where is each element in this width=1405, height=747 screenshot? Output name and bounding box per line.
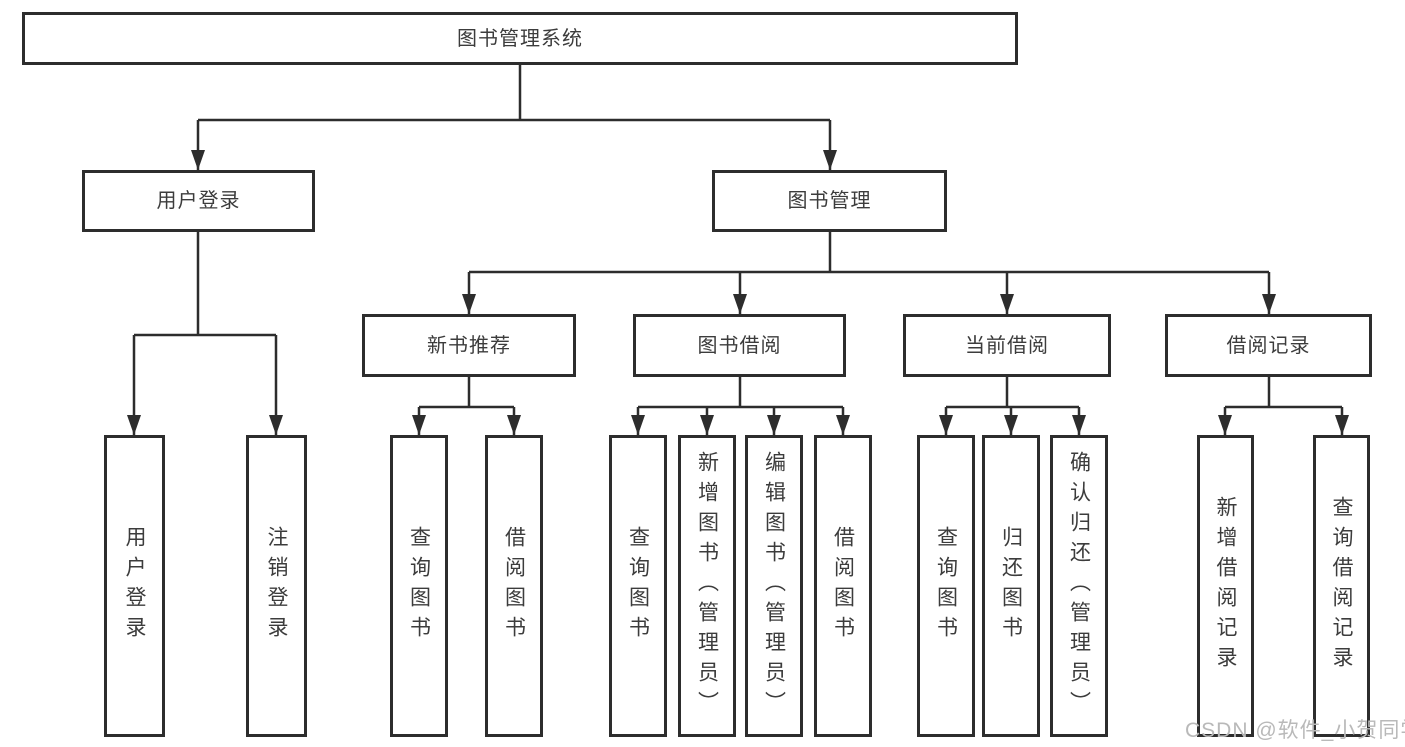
node-label: 查询借阅记录 xyxy=(1330,496,1353,676)
csdn-watermark: CSDN @软件_小贺同学 xyxy=(1185,719,1405,742)
leaf-confirm-return-admin: 确认归还（管理员） xyxy=(1050,435,1108,737)
leaf-query-borrow-records: 查询借阅记录 xyxy=(1313,435,1370,737)
node-library-management-system: 图书管理系统 xyxy=(22,12,1018,65)
node-current-borrowing: 当前借阅 xyxy=(903,314,1111,377)
node-label: 归还图书 xyxy=(999,526,1023,646)
leaf-query-books-borrowing: 查询图书 xyxy=(609,435,667,737)
node-label: 新书推荐 xyxy=(427,334,511,357)
node-label: 借阅图书 xyxy=(502,526,526,646)
node-user-login-group: 用户登录 xyxy=(82,170,315,232)
node-label: 查询图书 xyxy=(934,526,958,646)
leaf-return-books: 归还图书 xyxy=(982,435,1040,737)
node-borrowing-records: 借阅记录 xyxy=(1165,314,1372,377)
node-label: 用户登录 xyxy=(156,190,241,212)
leaf-edit-books-admin: 编辑图书（管理员） xyxy=(745,435,803,737)
leaf-borrow-books: 借阅图书 xyxy=(814,435,872,737)
node-label: 图书管理 xyxy=(787,190,872,212)
node-new-book-recommendation: 新书推荐 xyxy=(362,314,576,377)
leaf-query-books-recommendation: 查询图书 xyxy=(390,435,448,737)
node-label: 图书借阅 xyxy=(697,334,782,357)
node-label: 新增借阅记录 xyxy=(1214,496,1237,676)
node-label: 图书管理系统 xyxy=(457,27,583,50)
leaf-borrow-books-recommendation: 借阅图书 xyxy=(485,435,543,737)
node-label: 借阅记录 xyxy=(1226,334,1311,357)
node-label: 当前借阅 xyxy=(965,334,1049,357)
node-label: 用户登录 xyxy=(123,526,146,646)
node-label: 注销登录 xyxy=(265,526,288,646)
node-label: 编辑图书（管理员） xyxy=(762,451,786,721)
node-book-management: 图书管理 xyxy=(712,170,947,232)
leaf-user-login: 用户登录 xyxy=(104,435,165,737)
node-label: 新增图书（管理员） xyxy=(695,451,719,721)
leaf-logout: 注销登录 xyxy=(246,435,307,737)
node-label: 查询图书 xyxy=(407,526,431,646)
leaf-add-borrow-record: 新增借阅记录 xyxy=(1197,435,1254,737)
node-label: 借阅图书 xyxy=(831,526,855,646)
leaf-add-books-admin: 新增图书（管理员） xyxy=(678,435,736,737)
leaf-query-books-current: 查询图书 xyxy=(917,435,975,737)
node-label: 查询图书 xyxy=(626,526,650,646)
node-label: 确认归还（管理员） xyxy=(1067,451,1091,721)
node-book-borrowing: 图书借阅 xyxy=(633,314,846,377)
